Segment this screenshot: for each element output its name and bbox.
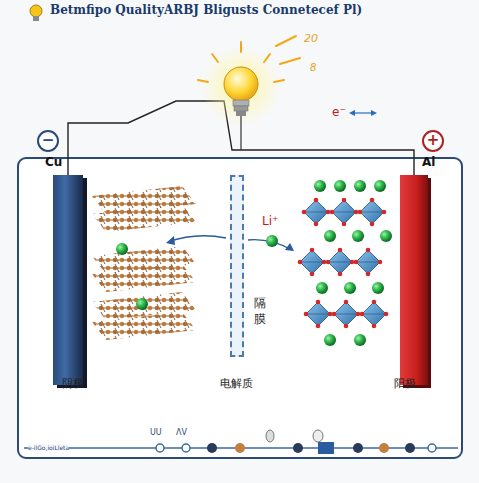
ray-number: 8 — [310, 62, 316, 73]
electron-label: e⁻ — [332, 105, 346, 119]
part-name: 阴极 — [62, 376, 84, 391]
strip-text: ΛV — [176, 428, 187, 437]
cathode-lattice — [298, 180, 392, 346]
ray-number: 20 — [304, 32, 318, 45]
terminal-circle: − — [37, 130, 59, 152]
electron-arrow — [349, 110, 377, 116]
node-label: 隔膜 — [254, 295, 267, 327]
bottom-strip — [24, 430, 458, 454]
separator: 隔膜 — [230, 175, 244, 357]
part-name: 电解质 — [220, 376, 253, 391]
title-icon — [30, 5, 42, 21]
wire — [68, 101, 414, 175]
part-name: 阳极 — [394, 376, 416, 391]
battery-case — [18, 158, 462, 458]
diagram-title: Betmfipo QualityARBJ Bligusts Connetecef… — [50, 3, 362, 17]
lithium-ion — [266, 235, 278, 247]
node-label: − — [39, 132, 57, 149]
terminal-circle: + — [422, 130, 444, 152]
ion-label: Li⁺ — [262, 214, 278, 228]
node-label: Al — [422, 155, 435, 169]
aluminium-electrode: Al — [400, 175, 428, 385]
node-label: Cu — [45, 155, 62, 169]
copper-electrode: Cu — [53, 175, 83, 385]
strip-text: e-ilGo,ioiLleta — [28, 444, 69, 451]
strip-text: UU — [150, 428, 162, 437]
graphite-layers — [92, 186, 196, 340]
node-label: + — [424, 132, 442, 149]
